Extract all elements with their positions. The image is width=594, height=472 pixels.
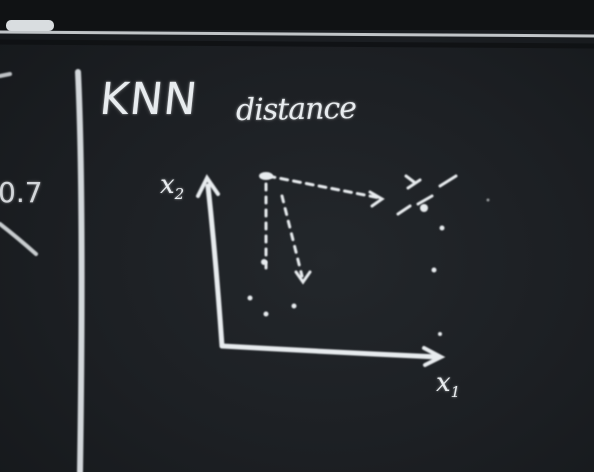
y-axis [205, 183, 225, 349]
board-title-sub: distance [235, 90, 357, 129]
data-point [438, 332, 442, 336]
data-point [291, 303, 297, 309]
x-axis-label-sub: 1 [450, 383, 461, 401]
data-point [263, 311, 269, 317]
y-axis-label: x2 [160, 170, 184, 203]
distance-line-down-2 [280, 194, 304, 278]
distance-arrowhead-down [294, 270, 312, 285]
data-point [261, 259, 267, 265]
board-rail-edge [0, 30, 594, 38]
y-axis-label-main: x [160, 170, 175, 200]
x-axis-arrowhead [422, 346, 446, 367]
point-cluster-strokes [396, 174, 458, 216]
x-axis [219, 343, 441, 360]
x-axis-label: x1 [436, 368, 460, 401]
divider-line [75, 69, 85, 472]
distance-arrowhead-right [368, 190, 385, 208]
board-rail [0, 0, 594, 30]
chalk-stick [6, 20, 54, 31]
board-title: KNN [97, 74, 201, 125]
query-point [259, 172, 273, 180]
left-mark [0, 72, 12, 78]
x-axis-label-main: x [436, 368, 451, 398]
distance-line-right [266, 174, 382, 200]
data-point [486, 198, 490, 202]
y-axis-arrowhead [196, 174, 220, 198]
data-point [420, 204, 428, 212]
data-point [439, 225, 445, 231]
data-point [431, 267, 437, 273]
board-rail-shadow [0, 39, 594, 49]
y-axis-label-sub: 2 [174, 185, 185, 203]
left-panel-number: 0.7 [0, 176, 43, 209]
left-diagonal [0, 222, 38, 256]
data-point [247, 295, 253, 301]
